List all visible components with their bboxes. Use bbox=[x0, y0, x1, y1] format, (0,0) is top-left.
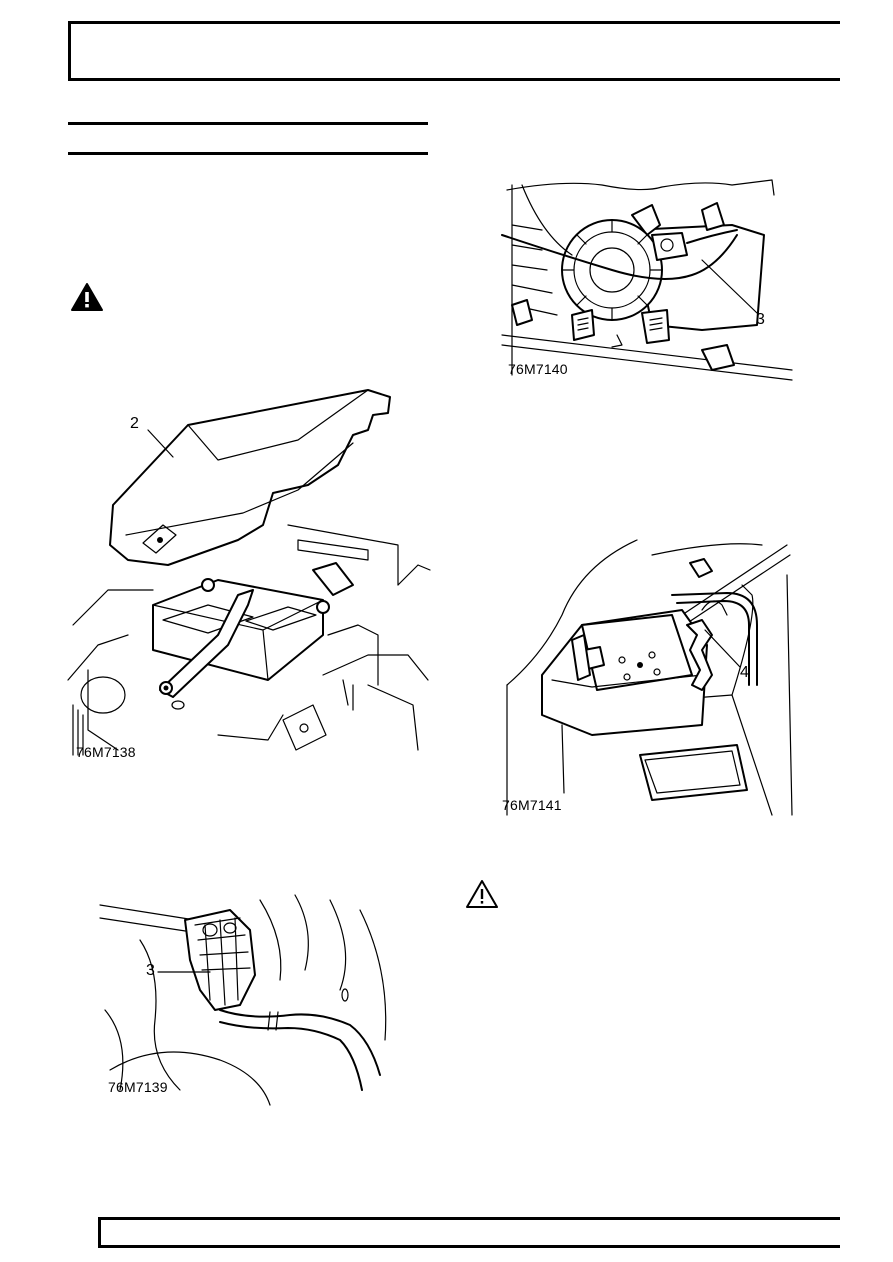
callout-number: 3 bbox=[146, 962, 155, 979]
callout-number: 2 bbox=[130, 415, 139, 432]
callout-number: 3 bbox=[756, 311, 765, 328]
section-rule-top bbox=[68, 122, 428, 125]
caution-icon bbox=[465, 879, 499, 909]
figure-code: 76M7139 bbox=[108, 1079, 168, 1095]
page-header-frame bbox=[68, 21, 840, 81]
callout-number: 4 bbox=[740, 664, 749, 681]
figure-code: 76M7140 bbox=[508, 361, 568, 377]
figure-bracket: 4 76M7141 bbox=[502, 535, 797, 817]
figure-battery-cover: 2 76M7138 bbox=[67, 385, 431, 760]
sounder-illustration bbox=[501, 179, 793, 381]
warning-icon bbox=[70, 282, 104, 312]
battery-cover-illustration bbox=[67, 389, 431, 756]
bracket-illustration bbox=[506, 539, 793, 816]
figure-code: 76M7141 bbox=[502, 797, 562, 813]
figure-code: 76M7138 bbox=[76, 744, 136, 760]
figure-sounder: 3 76M7140 bbox=[501, 175, 794, 385]
connector-illustration bbox=[99, 894, 387, 1106]
figure-connector: 3 76M7139 bbox=[99, 890, 400, 1106]
section-rule-bottom bbox=[68, 152, 428, 155]
page-footer-frame bbox=[98, 1217, 840, 1248]
